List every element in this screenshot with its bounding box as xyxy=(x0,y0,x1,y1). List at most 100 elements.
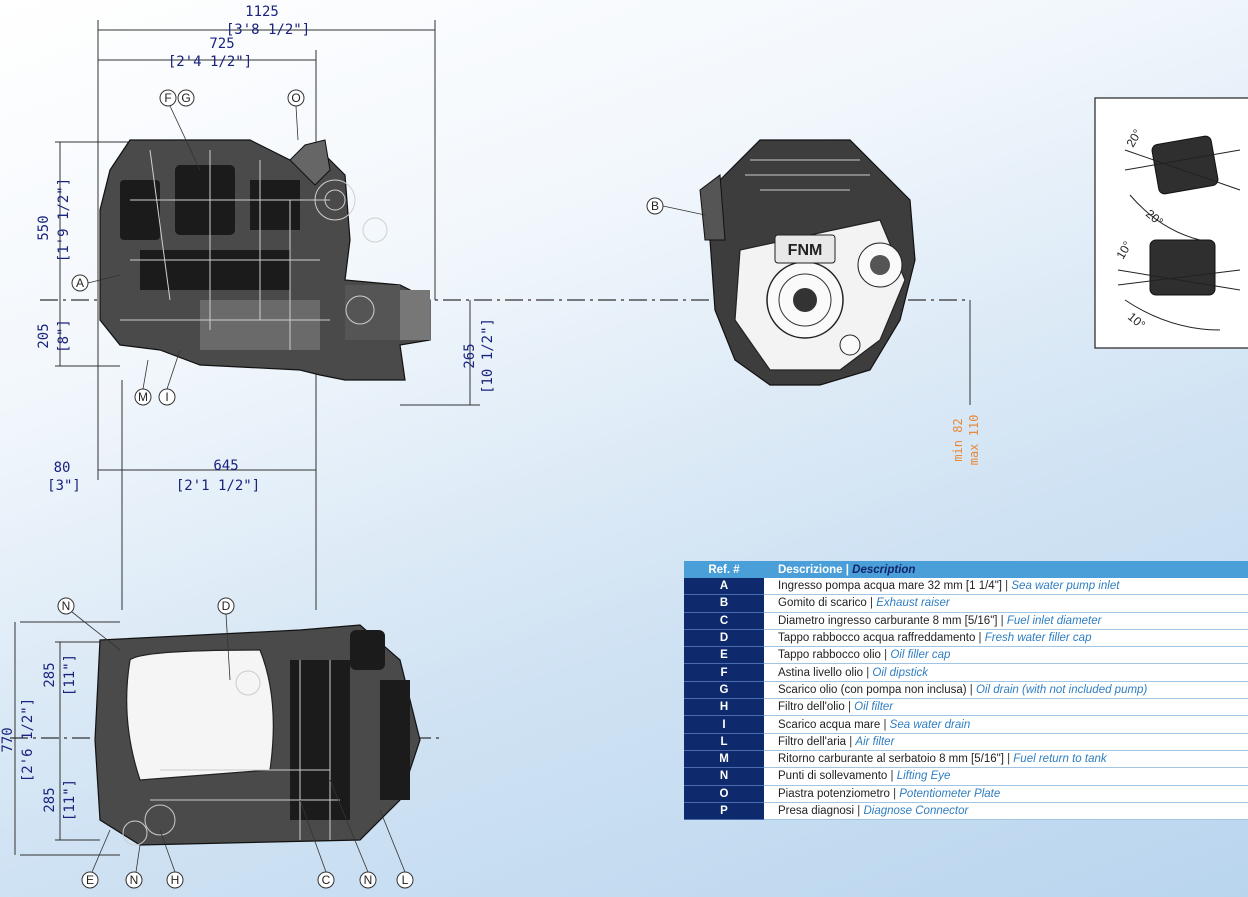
legend-desc-en: Potentiometer Plate xyxy=(899,787,1001,800)
front-view: FNM xyxy=(699,139,916,386)
legend-desc-en: Oil drain (with not included pump) xyxy=(975,683,1148,696)
clearance-min: min 82 xyxy=(951,418,965,461)
legend-desc-separator: | xyxy=(880,718,890,731)
legend-desc-separator: | xyxy=(863,666,873,679)
legend-desc-en: Diagnose Connector xyxy=(863,805,969,817)
legend-desc-it: Scarico acqua mare xyxy=(778,718,881,731)
legend-desc-it: Punti di sollevamento xyxy=(778,770,888,783)
dim-half-width-bottom-in: [11"] xyxy=(62,779,78,821)
dim-overall-length-mm: 1125 xyxy=(245,4,279,20)
legend-desc-en: Fuel return to tank xyxy=(1013,753,1107,766)
legend-desc-it: Filtro dell'aria xyxy=(778,735,847,748)
legend-desc-en: Oil filler cap xyxy=(890,649,951,662)
dim-axis-to-base-in: [10 1/2"] xyxy=(480,318,496,394)
callout-C: C xyxy=(322,873,331,887)
top-view-dimensions: 770 [2'6 1/2"] 285 [11"] 285 [11"] xyxy=(0,654,78,821)
legend-ref: N xyxy=(684,767,764,786)
legend-ref: M xyxy=(684,750,764,769)
legend-desc-it: Tappo rabbocco acqua raffreddamento xyxy=(778,632,976,645)
legend-desc-separator: | xyxy=(889,787,900,800)
callout-M: M xyxy=(138,390,148,404)
legend-desc-separator: | xyxy=(854,805,864,817)
legend-desc-it: Gomito di scarico xyxy=(778,597,867,610)
callout-L: L xyxy=(402,873,409,887)
legend-row: C Diametro ingresso carburante 8 mm [5/16… xyxy=(684,612,1248,630)
legend-desc-en: Sea water drain xyxy=(889,718,971,731)
legend-desc-it: Filtro dell'olio xyxy=(778,701,845,714)
legend-description: Filtro dell'aria | Air filter xyxy=(764,733,1248,751)
legend-description: Tappo rabbocco olio | Oil filler cap xyxy=(764,646,1248,665)
callout-E: E xyxy=(86,873,94,887)
legend-description: Punti di sollevamento | Lifting Eye xyxy=(764,767,1248,786)
dim-overall-width-mm: 770 xyxy=(0,727,16,752)
dim-height-below-mm: 205 xyxy=(36,323,52,348)
dim-mount-spacing-in: [2'1 1/2"] xyxy=(176,478,260,494)
legend-desc-separator: | xyxy=(846,735,856,748)
side-view-callouts: F G O A M I xyxy=(71,89,305,406)
callout-H: H xyxy=(171,873,180,887)
dim-half-width-bottom-mm: 285 xyxy=(42,787,58,812)
legend-desc-it: Presa diagnosi xyxy=(778,805,855,817)
legend-desc-en: Fresh water filler cap xyxy=(984,632,1092,645)
legend-desc-en: Lifting Eye xyxy=(896,770,951,783)
legend-ref: L xyxy=(684,733,764,751)
legend-desc-separator: | xyxy=(887,770,897,783)
legend-desc-separator: | xyxy=(866,597,877,610)
callout-F: F xyxy=(164,91,171,105)
legend-ref: B xyxy=(684,594,764,613)
legend-desc-separator: | xyxy=(997,614,1007,627)
legend-desc-it: Tappo rabbocco olio xyxy=(778,649,881,662)
callout-B: B xyxy=(651,199,659,213)
legend-description: Gomito di scarico | Exhaust raiser xyxy=(764,594,1248,613)
legend-desc-separator: | xyxy=(1003,753,1014,766)
legend-desc-it: Diametro ingresso carburante 8 mm [5/16"… xyxy=(778,614,998,627)
clearance-max: max 110 xyxy=(967,415,981,466)
legend-desc-it: Ingresso pompa acqua mare 32 mm [1 1/4"] xyxy=(778,580,1002,593)
dim-half-width-top-mm: 285 xyxy=(42,662,58,687)
legend-desc-en: Exhaust raiser xyxy=(876,597,950,610)
side-view-dimensions: 1125 [3'8 1/2"] 725 [2'4 1/2"] 645 [2'1 … xyxy=(36,4,981,494)
legend-desc-it: Ritorno carburante al serbatoio 8 mm [5/… xyxy=(778,753,1004,766)
callout-I: I xyxy=(165,390,168,404)
legend-desc-en: Fuel inlet diameter xyxy=(1006,614,1102,627)
callout-A: A xyxy=(76,276,84,290)
dim-height-above-mm: 550 xyxy=(36,215,52,240)
dim-front-offset-mm: 80 xyxy=(54,460,71,476)
dim-half-width-top-in: [11"] xyxy=(62,654,78,696)
legend-table: Ref. # Descrizione | Description A Ingres… xyxy=(684,561,1248,821)
legend-desc-separator: | xyxy=(966,683,976,696)
callout-G: G xyxy=(181,91,190,105)
legend-header-row: Ref. # Descrizione | Description xyxy=(684,561,1248,578)
dim-overall-length-in: [3'8 1/2"] xyxy=(226,22,310,38)
legend-description: Diametro ingresso carburante 8 mm [5/16"… xyxy=(764,612,1248,630)
legend-desc-en: Oil filter xyxy=(854,701,894,714)
dim-mount-spacing-mm: 645 xyxy=(213,458,238,474)
legend-ref: G xyxy=(684,681,764,700)
dim-front-to-axis-mm: 725 xyxy=(209,36,234,52)
legend-header-desc-it: Descrizione xyxy=(778,563,843,576)
legend-description: Piastra potenziometro | Potentiometer Pl… xyxy=(764,785,1248,803)
legend-ref: A xyxy=(684,578,764,596)
legend-ref: O xyxy=(684,785,764,803)
tilt-angle-box: 20° 20° 10° 10° xyxy=(1094,97,1248,349)
legend-ref: P xyxy=(684,802,764,821)
fnm-logo-plate xyxy=(774,234,836,264)
legend-ref: H xyxy=(684,698,764,717)
legend-desc-separator: | xyxy=(880,649,891,662)
top-view-callouts: N D E N H C N L xyxy=(57,597,414,889)
legend-desc-it: Astina livello olio xyxy=(778,666,864,679)
legend-header-ref: Ref. # xyxy=(684,561,764,578)
legend-desc-it: Piastra potenziometro xyxy=(778,787,890,800)
legend-desc-en: Oil dipstick xyxy=(872,666,929,679)
top-view xyxy=(10,621,440,856)
legend-ref: C xyxy=(684,612,764,630)
legend-row: A Ingresso pompa acqua mare 32 mm [1 1/4"… xyxy=(684,578,1248,596)
